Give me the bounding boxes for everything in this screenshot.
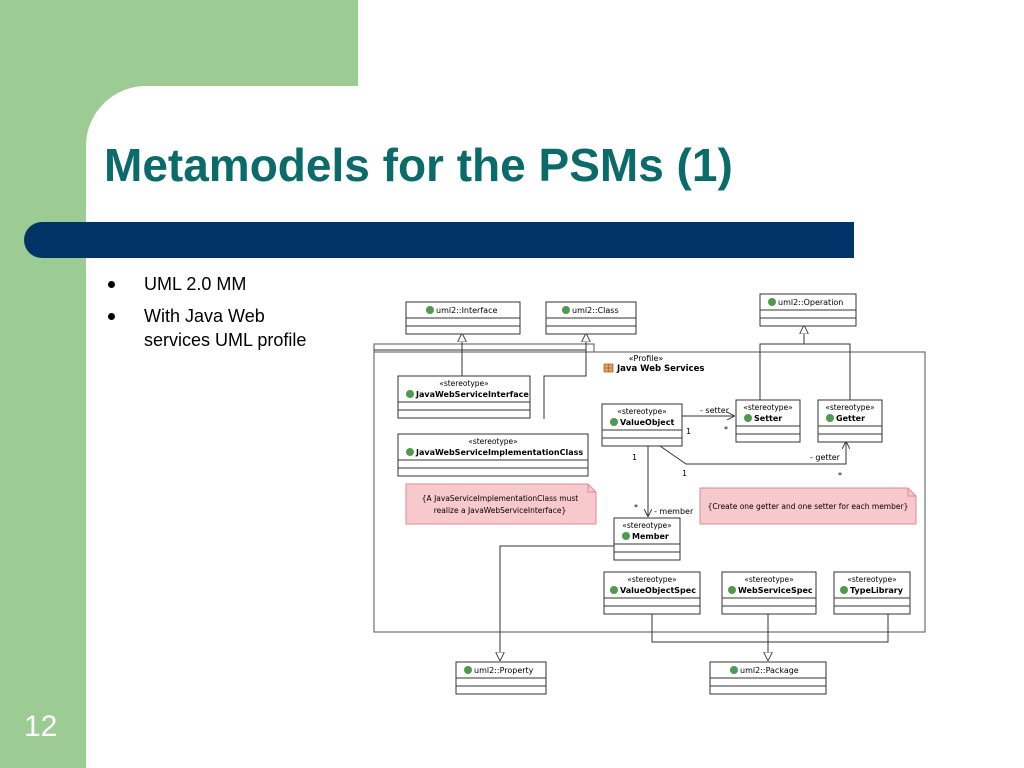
bullet-item: With Java Web services UML profile (106, 304, 316, 352)
extension-property (500, 545, 614, 660)
svg-text:«stereotype»: «stereotype» (622, 521, 672, 530)
stereotype-value-object: «stereotype» ValueObject (601, 403, 683, 447)
association-getter (659, 442, 846, 465)
svg-text:JavaWebServiceInterface: JavaWebServiceInterface (415, 390, 529, 399)
multiplicity-many: * (634, 503, 638, 512)
svg-text:WebServiceSpec: WebServiceSpec (738, 586, 813, 595)
class-icon (406, 390, 414, 398)
svg-text:«stereotype»: «stereotype» (468, 437, 518, 446)
svg-text:realize a JavaWebServiceInterf: realize a JavaWebServiceInterface} (434, 506, 566, 515)
svg-text:uml2::Package: uml2::Package (740, 666, 799, 675)
stereotype-type-library: «stereotype» TypeLibrary (833, 571, 911, 615)
note-getter-setter-constraint: {Create one getter and one setter for ea… (699, 487, 917, 525)
svg-text:Member: Member (632, 532, 669, 541)
class-icon (464, 666, 472, 674)
role-getter: - getter (810, 453, 841, 462)
svg-text:uml2::Class: uml2::Class (572, 306, 619, 315)
class-icon (610, 418, 618, 426)
stereotype-member: «stereotype» Member (613, 517, 681, 561)
svg-text:ValueObjectSpec: ValueObjectSpec (620, 586, 696, 595)
class-icon (426, 306, 434, 314)
association-labels: - setter 1 * 1 1 - getter * * - member (632, 406, 842, 516)
svg-text:Getter: Getter (836, 414, 865, 423)
class-icon (730, 666, 738, 674)
svg-text:JavaWebServiceImplementationCl: JavaWebServiceImplementationClass (415, 448, 583, 457)
note-impl-constraint: {A JavaServiceImplementationClass must r… (405, 483, 597, 525)
metaclass-operation: uml2::Operation (759, 293, 857, 327)
stereotype-web-service-spec: «stereotype» WebServiceSpec (721, 571, 817, 615)
svg-text:{Create one getter and one set: {Create one getter and one setter for ea… (708, 502, 909, 511)
multiplicity-one: 1 (682, 469, 687, 478)
bullet-dot-icon (108, 313, 115, 320)
bullet-dot-icon (108, 281, 115, 288)
svg-text:uml2::Operation: uml2::Operation (778, 298, 843, 307)
uml-diagram-svg: «Profile» Java Web Services uml2::In (373, 293, 926, 695)
stereotype-java-ws-interface: «stereotype» JavaWebServiceInterface (397, 375, 531, 419)
bullet-list: UML 2.0 MM With Java Web services UML pr… (106, 272, 316, 360)
bullet-text: UML 2.0 MM (144, 274, 247, 294)
role-member: - member (654, 507, 694, 516)
svg-text:«stereotype»: «stereotype» (743, 403, 793, 412)
profile-stereotype: «Profile» (629, 354, 664, 363)
svg-text:«stereotype»: «stereotype» (439, 379, 489, 388)
bullet-text: With Java Web services UML profile (144, 306, 307, 350)
stereotype-value-object-spec: «stereotype» ValueObjectSpec (603, 571, 701, 615)
slide-number: 12 (24, 710, 58, 743)
svg-text:ValueObject: ValueObject (620, 418, 674, 427)
metaclass-package: uml2::Package (709, 661, 827, 695)
extension-package-branch (651, 614, 889, 643)
bullet-item: UML 2.0 MM (106, 272, 316, 296)
class-icon (744, 414, 752, 422)
role-setter: - setter (700, 406, 730, 415)
slide-title: Metamodels for the PSMs (1) (104, 139, 733, 191)
white-rounded-corner (86, 86, 206, 206)
svg-text:{A JavaServiceImplementationCl: {A JavaServiceImplementationClass must (422, 494, 578, 503)
class-icon (826, 414, 834, 422)
green-side-band (0, 0, 86, 768)
metaclass-class: uml2::Class (545, 301, 637, 335)
profile-tab (373, 343, 595, 353)
metaclass-property: uml2::Property (455, 661, 547, 695)
class-icon (840, 586, 848, 594)
multiplicity-many: * (838, 471, 842, 480)
extension-operation-branch (759, 343, 851, 400)
uml-profile-diagram: «Profile» Java Web Services uml2::In (360, 286, 940, 706)
class-icon (610, 586, 618, 594)
svg-text:Setter: Setter (754, 414, 782, 423)
metaclass-interface: uml2::Interface (405, 301, 521, 335)
svg-text:«stereotype»: «stereotype» (627, 575, 677, 584)
multiplicity-one: 1 (686, 427, 691, 436)
profile-name: Java Web Services (616, 364, 704, 374)
class-icon (768, 298, 776, 306)
stereotype-getter: «stereotype» Getter (817, 399, 883, 443)
svg-text:«stereotype»: «stereotype» (825, 403, 875, 412)
title-underline-bar (24, 222, 854, 258)
svg-text:«stereotype»: «stereotype» (744, 575, 794, 584)
package-icon (603, 363, 614, 373)
svg-text:uml2::Property: uml2::Property (474, 666, 534, 675)
class-icon (622, 532, 630, 540)
class-icon (562, 306, 570, 314)
stereotype-setter: «stereotype» Setter (735, 399, 801, 443)
svg-text:TypeLibrary: TypeLibrary (850, 586, 904, 595)
svg-text:«stereotype»: «stereotype» (847, 575, 897, 584)
svg-text:«stereotype»: «stereotype» (617, 407, 667, 416)
connectors (374, 326, 889, 660)
class-icon (728, 586, 736, 594)
multiplicity-one: 1 (632, 453, 637, 462)
class-icon (406, 448, 414, 456)
svg-text:uml2::Interface: uml2::Interface (436, 306, 497, 315)
multiplicity-many: * (724, 425, 728, 434)
stereotype-java-ws-impl-class: «stereotype» JavaWebServiceImplementatio… (397, 433, 589, 477)
